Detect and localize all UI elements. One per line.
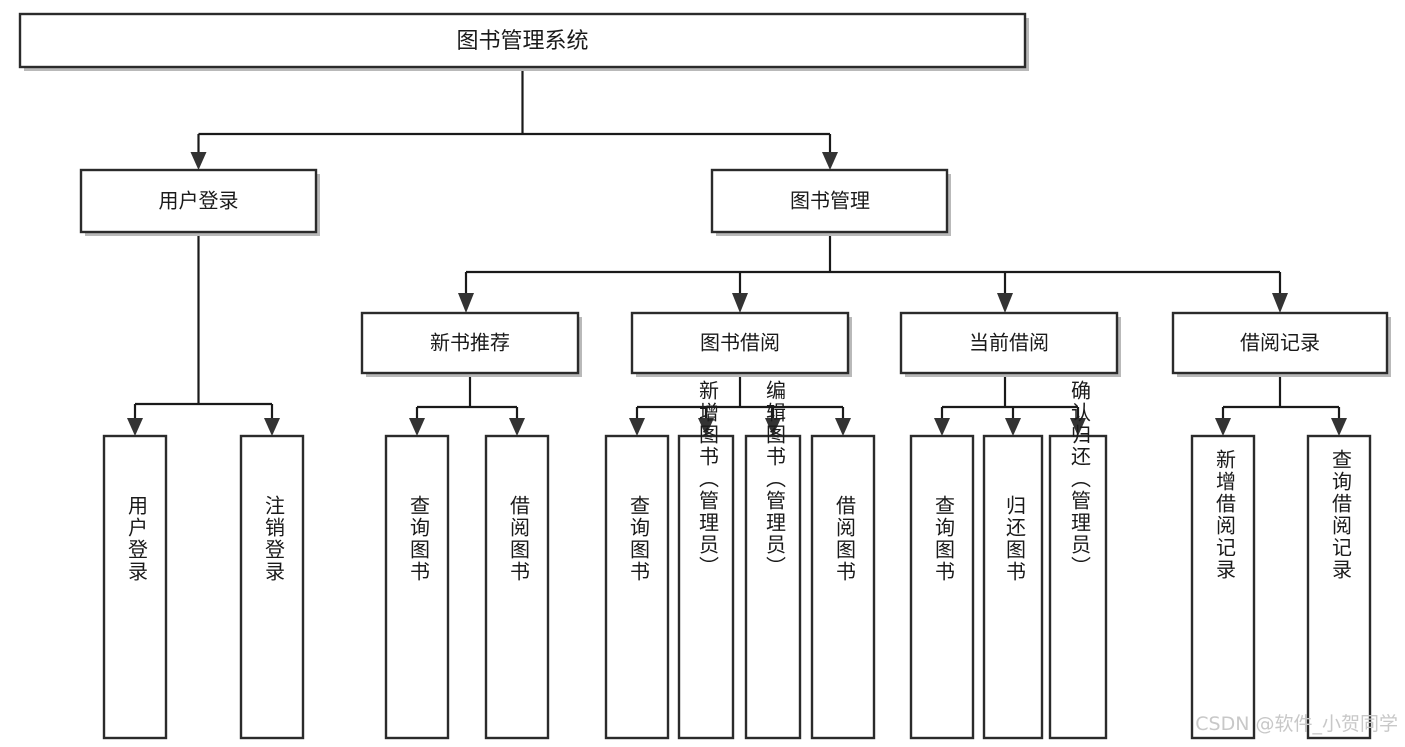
- leaf-query-book-rec-label: 查询图书: [407, 495, 431, 583]
- leaf-edit-book-admin-label: 编辑图书（管理员）: [763, 380, 787, 578]
- arrow-head-add-borrow-record: [1215, 418, 1231, 436]
- leaf-query-borrow-record-box[interactable]: [1306, 434, 1372, 740]
- leaf-user-logout-label: 注销登录: [262, 495, 286, 583]
- current-borrow-label: 当前借阅: [969, 331, 1049, 355]
- node-user-login[interactable]: 用户登录: [79, 168, 320, 236]
- arrow-head-query-book-current: [934, 418, 950, 436]
- arrow-head-return-book: [1005, 418, 1021, 436]
- leaf-query-book-rec-box[interactable]: [384, 434, 450, 740]
- new-book-recommend-box[interactable]: [360, 311, 580, 375]
- arrow-head-leaf-user-logout: [264, 418, 280, 436]
- arrow-head-query-book-rec: [409, 418, 425, 436]
- leaf-add-book-admin-label: 新增图书（管理员）: [696, 380, 720, 578]
- arrow-head-confirm-return-admin: [1070, 418, 1086, 436]
- node-leaf-add-borrow-record[interactable]: 新增借阅记录: [1190, 434, 1256, 740]
- arrow-head-leaf-user-login: [127, 418, 143, 436]
- leaf-add-borrow-record-label: 新增借阅记录: [1213, 449, 1237, 581]
- leaf-borrow-book-rec-box[interactable]: [484, 434, 550, 740]
- node-leaf-query-book-borrow[interactable]: 查询图书: [604, 434, 670, 740]
- leaf-confirm-return-admin-box[interactable]: [1048, 434, 1108, 740]
- leaf-user-login-label: 用户登录: [125, 495, 149, 583]
- node-new-book-recommend[interactable]: 新书推荐: [360, 311, 582, 377]
- leaf-add-book-admin-box[interactable]: [677, 434, 735, 740]
- arrow-head-borrow-book-rec: [509, 418, 525, 436]
- node-leaf-edit-book-admin[interactable]: 编辑图书（管理员）: [744, 380, 802, 740]
- arrow-head-current-borrow: [997, 293, 1013, 313]
- leaf-query-book-current-label: 查询图书: [932, 495, 956, 583]
- arrow-head-book-borrow: [732, 293, 748, 313]
- leaf-return-book-box[interactable]: [982, 434, 1044, 740]
- root-label: 图书管理系统: [456, 29, 588, 54]
- leaf-edit-book-admin-box[interactable]: [744, 434, 802, 740]
- arrow-head-add-book-admin: [698, 418, 714, 436]
- leaf-user-logout-box[interactable]: [239, 434, 305, 740]
- node-leaf-user-login[interactable]: 用户登录: [102, 434, 168, 740]
- node-leaf-return-book[interactable]: 归还图书: [982, 434, 1044, 740]
- node-leaf-confirm-return-admin[interactable]: 确认归还（管理员）: [1048, 380, 1108, 740]
- borrow-record-label: 借阅记录: [1240, 331, 1320, 355]
- current-borrow-box[interactable]: [899, 311, 1119, 375]
- new-book-recommend-label: 新书推荐: [430, 331, 510, 355]
- leaf-query-borrow-record-label: 查询借阅记录: [1329, 449, 1353, 581]
- leaf-query-book-current-box[interactable]: [909, 434, 975, 740]
- csdn-watermark: CSDN @软件_小贺同学: [1195, 713, 1398, 735]
- arrow-head-query-book-borrow: [629, 418, 645, 436]
- book-manage-label: 图书管理: [790, 189, 870, 213]
- book-borrow-box[interactable]: [630, 311, 850, 375]
- arrow-head-borrow-book: [835, 418, 851, 436]
- arrow-head-user-login: [190, 152, 207, 170]
- leaf-borrow-book-label: 借阅图书: [833, 495, 857, 583]
- node-leaf-query-book-rec[interactable]: 查询图书: [384, 434, 450, 740]
- book-borrow-label: 图书借阅: [700, 331, 780, 355]
- leaf-return-book-label: 归还图书: [1003, 495, 1027, 583]
- book-manage-box[interactable]: [710, 168, 949, 234]
- node-leaf-user-logout[interactable]: 注销登录: [239, 434, 305, 740]
- arrow-head-edit-book-admin: [765, 418, 781, 436]
- node-leaf-query-borrow-record[interactable]: 查询借阅记录: [1306, 434, 1372, 740]
- user-login-label: 用户登录: [159, 189, 239, 213]
- arrow-head-book-manage: [822, 152, 838, 170]
- node-leaf-borrow-book[interactable]: 借阅图书: [810, 434, 876, 740]
- arrow-head-new-book-recommend: [458, 293, 474, 313]
- leaf-add-borrow-record-box[interactable]: [1190, 434, 1256, 740]
- node-leaf-add-book-admin[interactable]: 新增图书（管理员）: [677, 380, 735, 740]
- node-book-borrow[interactable]: 图书借阅: [630, 311, 852, 377]
- leaf-user-login-box[interactable]: [102, 434, 168, 740]
- node-leaf-query-book-current[interactable]: 查询图书: [909, 434, 975, 740]
- borrow-record-box[interactable]: [1171, 311, 1389, 375]
- user-login-box[interactable]: [79, 168, 318, 234]
- leaf-query-book-borrow-box[interactable]: [604, 434, 670, 740]
- node-borrow-record[interactable]: 借阅记录: [1171, 311, 1391, 377]
- node-book-manage[interactable]: 图书管理: [710, 168, 951, 236]
- leaf-query-book-borrow-label: 查询图书: [627, 495, 651, 583]
- node-leaf-borrow-book-rec[interactable]: 借阅图书: [484, 434, 550, 740]
- leaf-borrow-book-rec-label: 借阅图书: [507, 495, 531, 583]
- leaf-confirm-return-admin-label: 确认归还（管理员）: [1068, 380, 1092, 578]
- leaf-borrow-book-box[interactable]: [810, 434, 876, 740]
- edges-layer: [127, 67, 1347, 436]
- arrow-head-query-borrow-record: [1331, 418, 1347, 436]
- node-root[interactable]: 图书管理系统: [18, 12, 1029, 71]
- root-box[interactable]: [18, 12, 1027, 69]
- node-current-borrow[interactable]: 当前借阅: [899, 311, 1121, 377]
- arrow-head-borrow-record: [1272, 293, 1288, 313]
